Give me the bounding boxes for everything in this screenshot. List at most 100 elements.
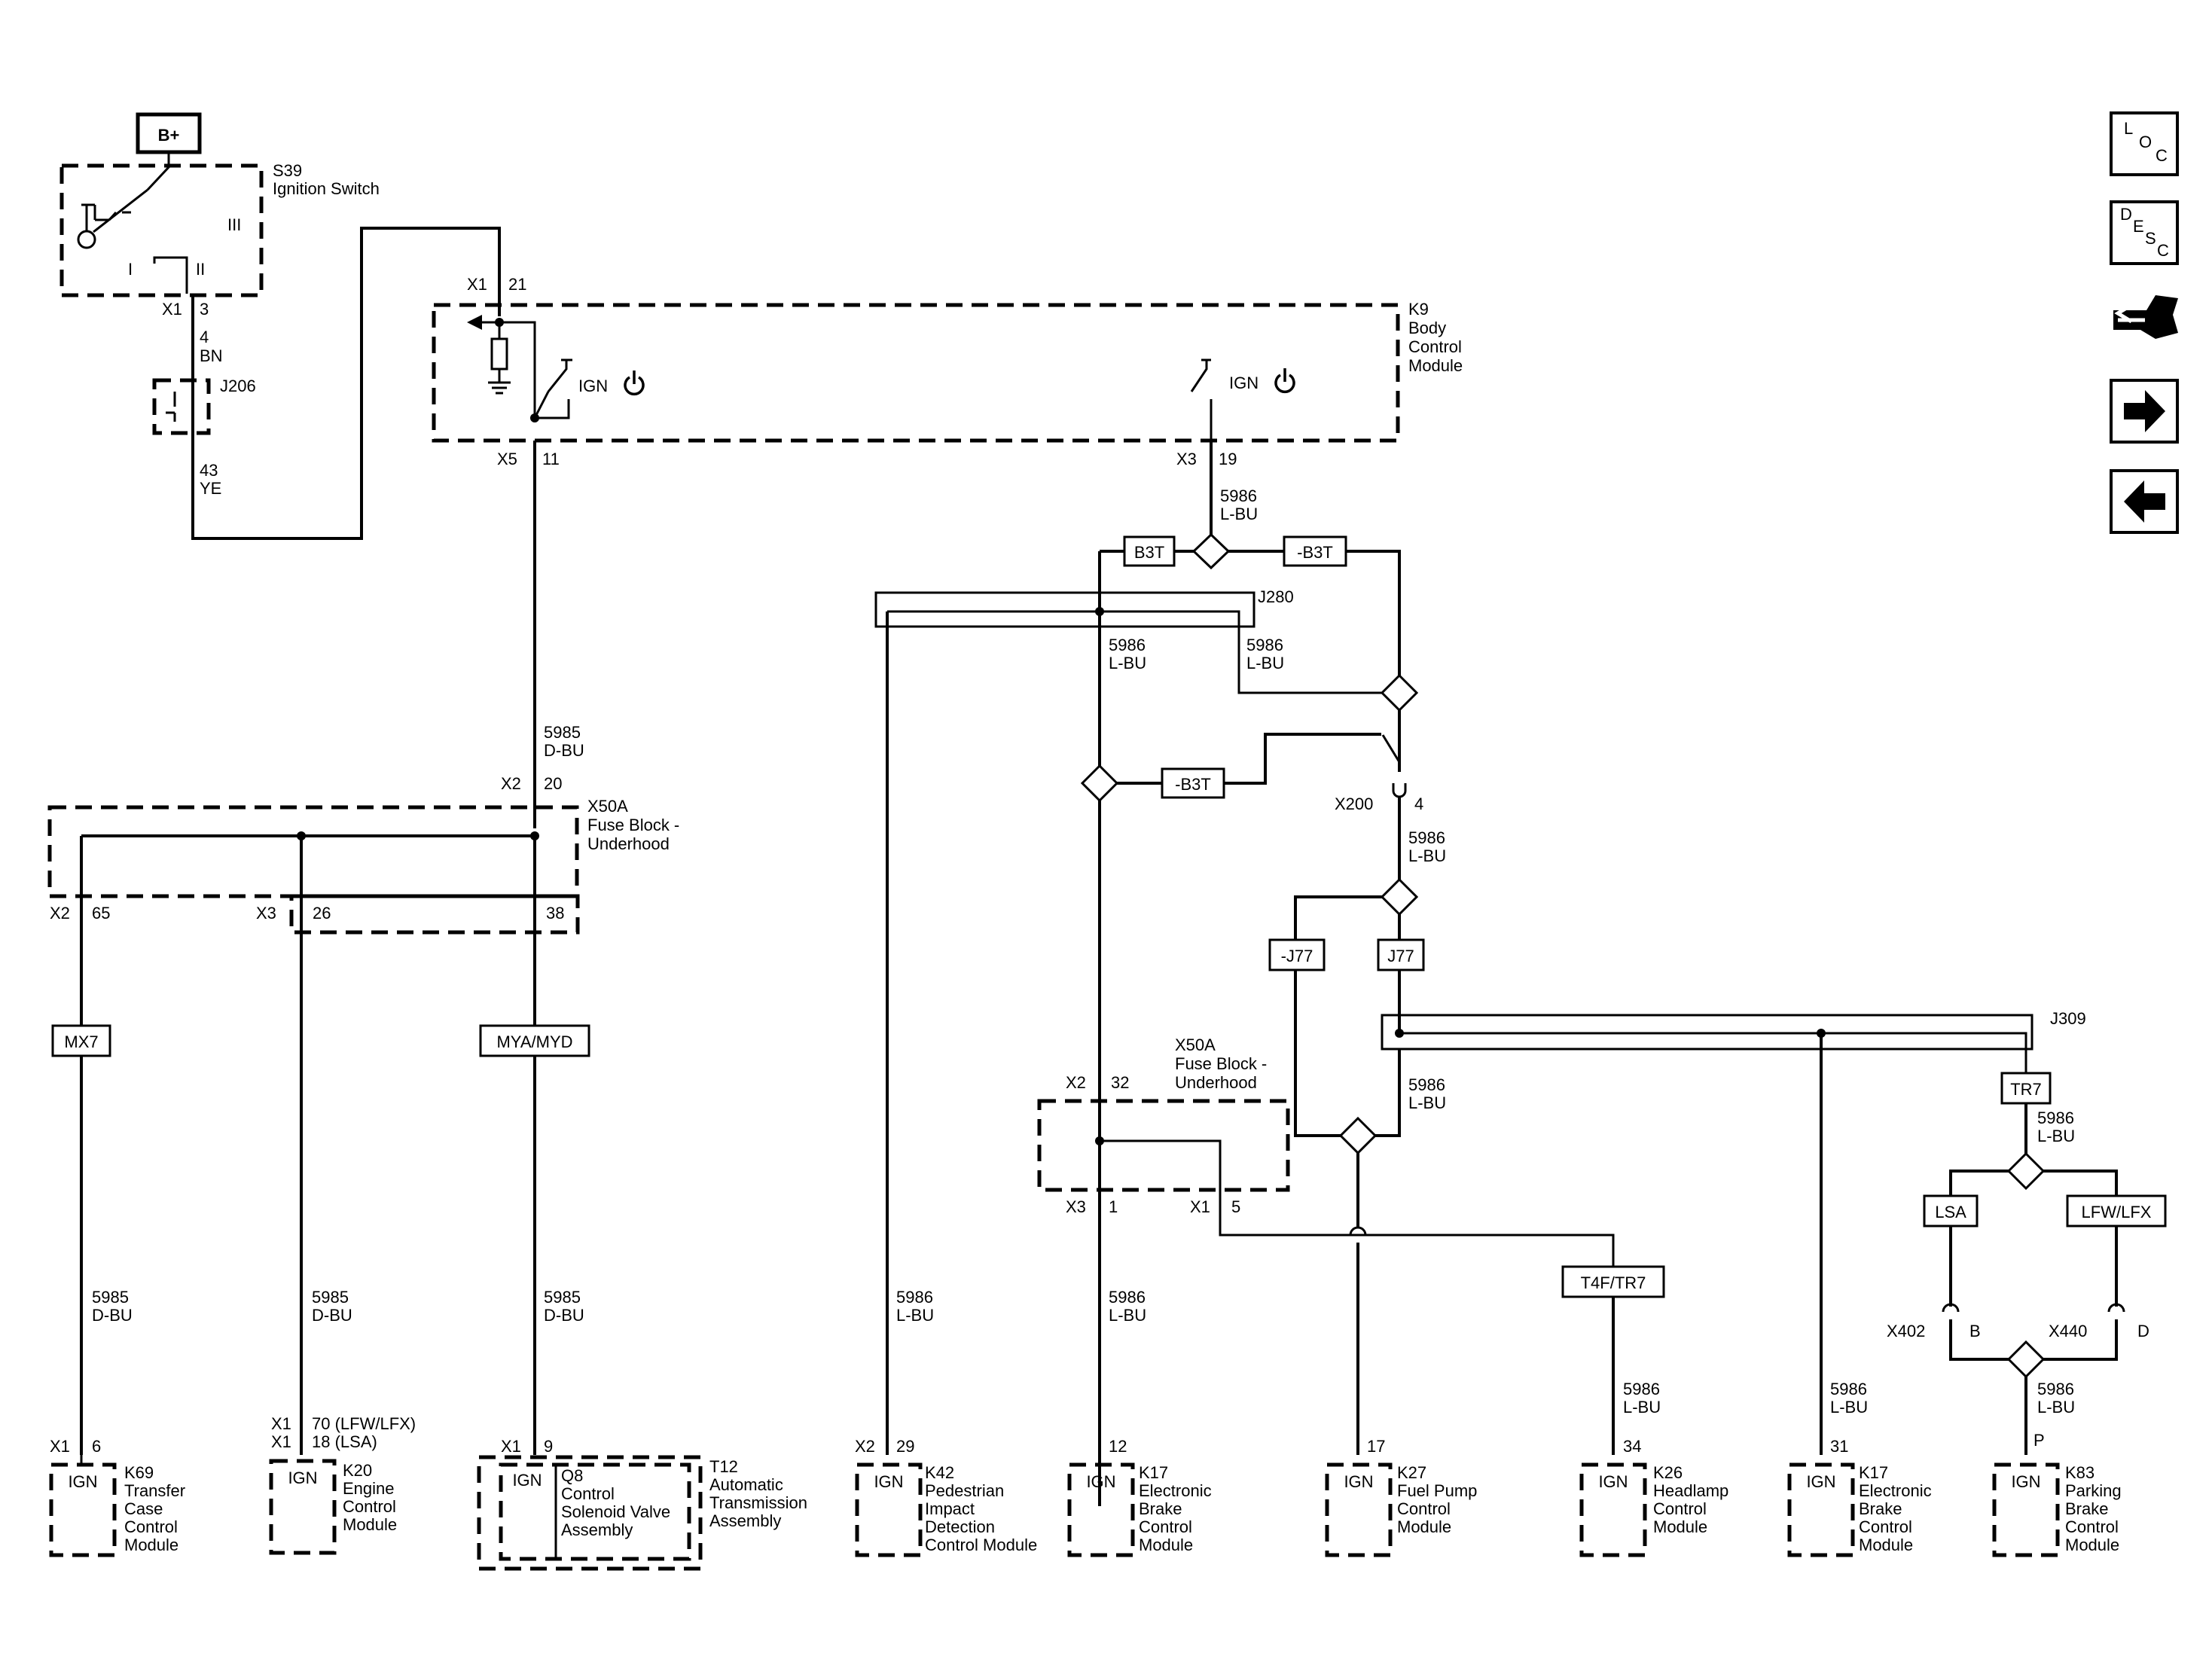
x50a2-x3: X3 bbox=[1066, 1197, 1086, 1216]
k42-4: Control Module bbox=[925, 1536, 1037, 1554]
x50a-name-1: Fuse Block - bbox=[587, 816, 679, 834]
x50a2-p5: 5 bbox=[1231, 1197, 1240, 1216]
w-k83-color: L-BU bbox=[2037, 1398, 2075, 1417]
ignition-key-icon bbox=[77, 188, 148, 249]
x50a2-name-1: Fuse Block - bbox=[1175, 1054, 1267, 1073]
k17a-2: Brake bbox=[1139, 1499, 1182, 1518]
k42-x2: X2 bbox=[855, 1437, 875, 1456]
k20-p18: 18 (LSA) bbox=[312, 1432, 377, 1451]
k26-ign: IGN bbox=[1598, 1472, 1628, 1491]
ignition-switch-outline bbox=[59, 163, 264, 297]
k27-ign: IGN bbox=[1344, 1472, 1373, 1491]
k17a-p12: 12 bbox=[1109, 1437, 1127, 1456]
k42-1: Pedestrian bbox=[925, 1481, 1004, 1500]
back-arrow-icon bbox=[2124, 480, 2165, 523]
k42-2: Impact bbox=[925, 1499, 975, 1518]
option-j77-label: J77 bbox=[1387, 947, 1414, 965]
wire-43: 43 bbox=[200, 461, 218, 480]
k20-p70: 70 (LFW/LFX) bbox=[312, 1414, 416, 1433]
x440-label: X440 bbox=[2049, 1322, 2087, 1340]
k20-1: Engine bbox=[343, 1479, 395, 1498]
w-k17b-color: L-BU bbox=[1830, 1398, 1868, 1417]
wire-4: 4 bbox=[200, 328, 209, 346]
x402-label: X402 bbox=[1887, 1322, 1925, 1340]
k17b-2: Brake bbox=[1859, 1499, 1902, 1518]
x440-pd: D bbox=[2137, 1322, 2149, 1340]
x50a2-name-2: Underhood bbox=[1175, 1073, 1257, 1092]
k26-outline bbox=[1579, 1462, 1647, 1557]
desc-button[interactable]: D E S C bbox=[2110, 200, 2179, 265]
option-nb3t-2-label: -B3T bbox=[1175, 775, 1211, 794]
loc-icon: L bbox=[2124, 119, 2133, 138]
k17a-ign: IGN bbox=[1086, 1472, 1115, 1491]
x50a-ref: X50A bbox=[587, 797, 628, 816]
q8-ign: IGN bbox=[512, 1471, 542, 1490]
power-icon bbox=[1274, 368, 1295, 394]
w-j309-color: L-BU bbox=[1408, 1093, 1446, 1112]
k9-name-3: Module bbox=[1408, 356, 1463, 375]
q8-2: Solenoid Valve bbox=[561, 1502, 670, 1521]
k20-3: Module bbox=[343, 1515, 397, 1534]
w-k69-num: 5985 bbox=[92, 1288, 129, 1307]
option-mx7 bbox=[51, 1024, 111, 1057]
j309-label: J309 bbox=[2050, 1009, 2086, 1028]
splice-diamond bbox=[1380, 673, 1419, 712]
w-j280r-color: L-BU bbox=[1246, 654, 1284, 672]
b3t-split bbox=[1098, 550, 1401, 1506]
k9-p19: 19 bbox=[1219, 450, 1237, 468]
k69-outline bbox=[49, 1462, 117, 1557]
w-x200-color: L-BU bbox=[1408, 846, 1446, 865]
connector-tool-icon[interactable] bbox=[2113, 295, 2178, 339]
k9-ign-right: IGN bbox=[1229, 374, 1259, 392]
fb-x3: X3 bbox=[256, 904, 276, 923]
k27-3: Module bbox=[1397, 1517, 1451, 1536]
battery-terminal: B+ bbox=[136, 112, 202, 154]
k27-2: Control bbox=[1397, 1499, 1451, 1518]
w-k20-color: D-BU bbox=[312, 1306, 352, 1325]
k17a-4: Module bbox=[1139, 1536, 1193, 1554]
loc-button[interactable]: L O C bbox=[2110, 111, 2179, 176]
splice-diamond bbox=[2006, 1151, 2046, 1191]
option-lfwlfx bbox=[2066, 1194, 2167, 1228]
w-k17a-color: L-BU bbox=[1109, 1306, 1146, 1325]
q8-x1: X1 bbox=[501, 1437, 521, 1456]
k83-2: Brake bbox=[2065, 1499, 2108, 1518]
k9-x5: X5 bbox=[497, 450, 517, 468]
switch-pos-1: I bbox=[128, 260, 133, 279]
x200-p4: 4 bbox=[1414, 794, 1423, 813]
wire-ye: YE bbox=[200, 479, 221, 498]
fb-p65: 65 bbox=[92, 904, 110, 923]
w-k42-num: 5986 bbox=[896, 1288, 933, 1307]
k9-p21: 21 bbox=[508, 275, 526, 294]
forward-button[interactable] bbox=[2110, 379, 2179, 444]
t12-ref: T12 bbox=[709, 1457, 738, 1476]
fb-p38: 38 bbox=[546, 904, 564, 923]
w-j280l-num: 5986 bbox=[1109, 636, 1146, 654]
x50a-2-outline bbox=[1037, 1099, 1290, 1192]
w-k42-color: L-BU bbox=[896, 1306, 934, 1325]
option-lfwlfx-label: LFW/LFX bbox=[2082, 1203, 2152, 1221]
w-k26-color: L-BU bbox=[1623, 1398, 1661, 1417]
desc-icon-c: C bbox=[2157, 241, 2169, 260]
k42-outline bbox=[855, 1462, 923, 1557]
option-nb3t-2 bbox=[1161, 767, 1225, 799]
option-mx7-label: MX7 bbox=[64, 1032, 98, 1051]
k83-ref: K83 bbox=[2065, 1463, 2095, 1482]
splice-diamond bbox=[1338, 1116, 1378, 1155]
w-k69-color: D-BU bbox=[92, 1306, 133, 1325]
k20-outline bbox=[269, 1459, 337, 1555]
w-k17a-num: 5986 bbox=[1109, 1288, 1146, 1307]
q8-3: Assembly bbox=[561, 1520, 633, 1539]
x50a2-x1: X1 bbox=[1190, 1197, 1210, 1216]
k20-x1b: X1 bbox=[271, 1432, 291, 1451]
x50a-name-2: Underhood bbox=[587, 834, 670, 853]
k27-p17: 17 bbox=[1367, 1437, 1385, 1456]
back-button[interactable] bbox=[2110, 469, 2179, 534]
option-t4ftr7-label: T4F/TR7 bbox=[1581, 1273, 1646, 1292]
k20-ref: K20 bbox=[343, 1461, 372, 1480]
k9-ign-left: IGN bbox=[578, 377, 608, 395]
switch-pos-3: III bbox=[227, 215, 241, 234]
k83-ign: IGN bbox=[2011, 1472, 2040, 1491]
wire-5985-num: 5985 bbox=[544, 723, 581, 742]
